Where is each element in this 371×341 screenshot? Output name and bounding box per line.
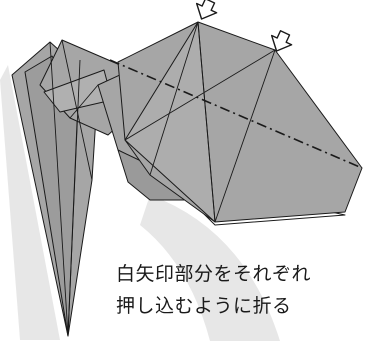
crease-line xyxy=(124,49,276,141)
push-arrow-icon xyxy=(195,0,218,20)
crease-line xyxy=(67,59,81,337)
crease-line xyxy=(69,84,99,119)
background-swoosh xyxy=(0,65,60,340)
instruction-line-2: 押し込むように折る xyxy=(116,295,292,317)
crease-line xyxy=(49,41,69,337)
crease-line xyxy=(214,49,276,223)
valley-fold-line xyxy=(109,59,363,169)
push-arrow-icon xyxy=(270,30,293,52)
background-arc xyxy=(140,195,280,341)
instruction-line-1: 白矢印部分をそれぞれ xyxy=(116,263,312,285)
crease-line xyxy=(149,21,199,176)
instruction-text: 白矢印部分をそれぞれ 押し込むように折る xyxy=(116,258,366,322)
crease-line xyxy=(197,21,216,223)
